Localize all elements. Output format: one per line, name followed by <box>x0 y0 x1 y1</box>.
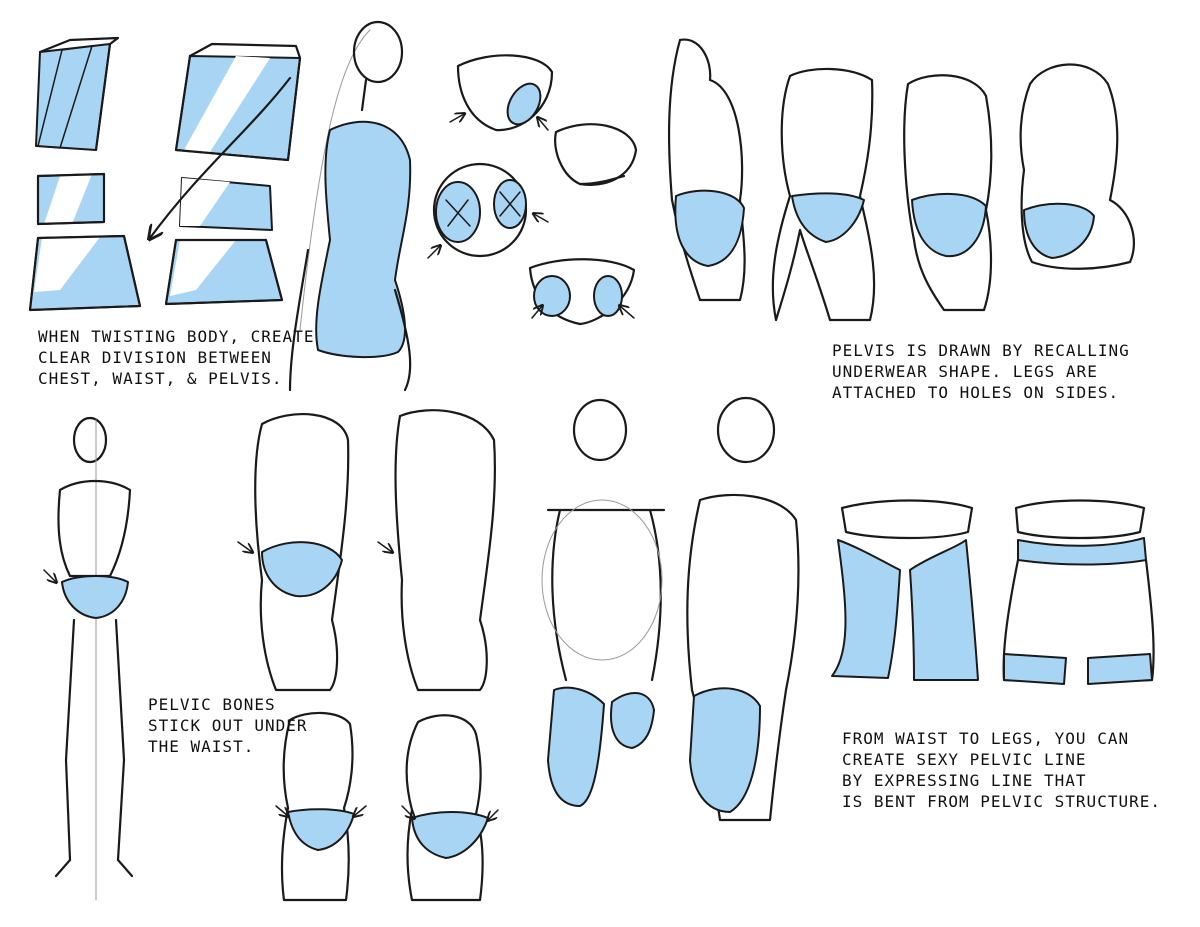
note-line: THE WAIST. <box>148 737 255 756</box>
shorts-2-right-cuff <box>1087 653 1153 685</box>
note-line: UNDERWEAR SHAPE. LEGS ARE <box>832 362 1098 381</box>
leg-hole-5 <box>593 275 623 317</box>
block-pelvis-stripe <box>34 237 100 292</box>
torso-rotation-row <box>667 38 1135 322</box>
bone-study-torsos <box>237 409 497 692</box>
leg-hole-1 <box>506 82 542 126</box>
note-line: CLEAR DIVISION BETWEEN <box>38 348 272 367</box>
twist-torso-fill <box>315 120 412 359</box>
shorts-2-waistband <box>1017 537 1147 566</box>
note-line: FROM WAIST TO LEGS, YOU CAN <box>842 729 1130 748</box>
rotated-block-chest-stripe <box>184 56 270 152</box>
rib-torso-2-leg-fill <box>689 687 761 813</box>
rotated-block-waist-stripe <box>180 178 230 226</box>
note-line: WHEN TWISTING BODY, CREATE <box>38 327 315 346</box>
note-line: CREATE SEXY PELVIC LINE <box>842 750 1087 769</box>
shorts-1-left-leg <box>831 539 901 679</box>
note-line: BY EXPRESSING LINE THAT <box>842 771 1087 790</box>
twisting-figure <box>288 20 412 392</box>
small-pelvis-torsos <box>275 711 499 902</box>
block-chest-stripe <box>37 45 93 149</box>
torso-3-pelvis-fill <box>911 193 987 258</box>
rotated-block-pelvis-stripe <box>170 240 236 296</box>
block-waist-stripe <box>44 174 92 224</box>
rib-torso-1-leg-fill <box>547 686 605 807</box>
skeleton-figure <box>43 416 134 901</box>
shorts-2-left-cuff <box>1003 653 1067 685</box>
note-line: ATTACHED TO HOLES ON SIDES. <box>832 383 1120 402</box>
note-line: PELVIS IS DRAWN BY RECALLING <box>832 341 1130 360</box>
study-1-pelvis-fill <box>261 541 343 598</box>
small-2-pelvis-fill <box>411 811 489 859</box>
twist-arrow <box>150 76 292 238</box>
note-line: IS BENT FROM PELVIC STRUCTURE. <box>842 792 1161 811</box>
rib-torso-1-bone-fill <box>610 692 655 749</box>
twist-blocks-straight <box>28 36 142 312</box>
torso-4-pelvis-fill <box>1023 202 1095 259</box>
shorts-pair <box>831 499 1155 685</box>
small-1-pelvis-fill <box>287 808 355 851</box>
note-pelvic-line: FROM WAIST TO LEGS, YOU CAN CREATE SEXY … <box>842 728 1161 812</box>
note-line: CHEST, WAIST, & PELVIS. <box>38 369 283 388</box>
pelvis-bowls <box>427 54 638 326</box>
note-line: STICK OUT UNDER <box>148 716 308 735</box>
shorts-1-right-leg <box>909 539 979 681</box>
twist-blocks-rotated <box>150 42 302 306</box>
torso-2-pelvis-fill <box>791 192 865 243</box>
rib-torsos <box>541 396 800 822</box>
skeleton-pelvis-fill <box>61 575 129 619</box>
note-twisting-body: WHEN TWISTING BODY, CREATE CLEAR DIVISIO… <box>38 326 314 389</box>
note-pelvic-bones: PELVIC BONES STICK OUT UNDER THE WAIST. <box>148 694 308 757</box>
torso-1-pelvis-fill <box>674 189 745 267</box>
note-line: PELVIC BONES <box>148 695 276 714</box>
note-pelvis-underwear: PELVIS IS DRAWN BY RECALLING UNDERWEAR S… <box>832 340 1130 403</box>
